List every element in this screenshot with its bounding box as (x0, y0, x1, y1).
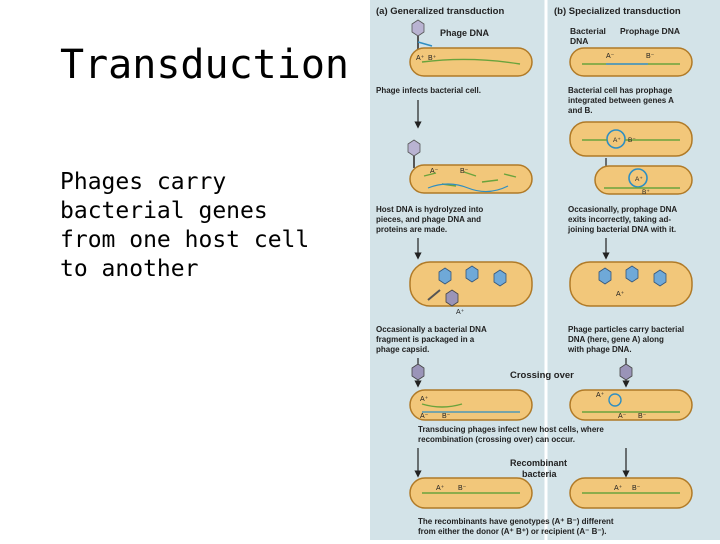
gene-a-plus: A⁺ (456, 309, 465, 316)
gene-b-minus: B⁻ (646, 53, 655, 60)
gene-a-minus: A⁻ (618, 413, 627, 420)
bacterial-cell (569, 47, 693, 77)
panel-b-step2-caption: joining bacterial DNA with it. (567, 225, 676, 234)
gene-a-plus: A⁺ (416, 55, 425, 62)
transducing-phage-icon (445, 289, 459, 307)
gene-a-plus: A⁺ (616, 291, 625, 298)
phage-head-icon (493, 269, 507, 287)
prophage-loop (606, 129, 626, 149)
panel-a-step2-caption: pieces, and phage DNA and (376, 215, 481, 224)
body-line: bacterial genes (60, 198, 268, 224)
panel-a-step3-caption: Occasionally a bacterial DNA (376, 325, 487, 334)
panel-b-step1b-cell: A⁺ B⁻ (569, 121, 693, 157)
body-line: from one host cell (60, 227, 310, 253)
recipient-cell-b: A⁺ A⁻ B⁻ (569, 363, 693, 421)
gene-b-minus: B⁻ (638, 413, 647, 420)
gene-a-plus: A⁺ (596, 392, 605, 399)
phage-head-icon (598, 267, 612, 285)
bacterial-cell (409, 47, 533, 77)
body-line: to another (60, 256, 199, 282)
panel-b-title: (b) Specialized transduction (554, 6, 681, 17)
bacterial-dna-label: Bacterial (570, 26, 606, 36)
panel-b-step1-caption: integrated between genes A (568, 96, 674, 105)
final-caption: The recombinants have genotypes (A⁺ B⁻) … (418, 517, 614, 526)
phage-head-icon (411, 19, 425, 37)
gene-a-plus: A⁺ (420, 396, 429, 403)
panel-b-step1-cell: A⁻ B⁻ (569, 47, 693, 77)
panel-b-step2-caption: exits incorrectly, taking ad- (568, 215, 671, 224)
panel-a-step1-caption: Phage infects bacterial cell. (376, 86, 481, 95)
phage-dna-strand (417, 41, 433, 47)
bacterial-chromosome (421, 58, 521, 65)
slide-body: Phages carry bacterial genes from one ho… (60, 168, 340, 284)
transduction-figure: (a) Generalized transduction Phage DNA A… (370, 0, 720, 540)
gene-a-minus: A⁻ (430, 168, 439, 175)
phage-dna-strand (427, 183, 509, 193)
bacterial-dna-label: DNA (570, 36, 588, 46)
recipient-cell-a: A⁺ A⁻ B⁻ (409, 363, 533, 421)
gene-b-minus: B⁻ (460, 168, 469, 175)
recombinant-cell-b: A⁺ B⁻ (569, 477, 693, 509)
gene-a-plus: A⁺ (635, 176, 643, 183)
gene-a-plus: A⁺ (614, 485, 623, 492)
bacterial-cell (409, 164, 533, 194)
phage-head-icon (625, 265, 639, 283)
gene-a-plus: A⁺ (436, 485, 445, 492)
phage-head-icon (619, 363, 633, 381)
gene-a-minus: A⁻ (420, 413, 429, 420)
gene-a-plus: A⁺ (613, 137, 621, 144)
recombinant-label: bacteria (522, 469, 558, 479)
final-caption: from either the donor (A⁺ B⁺) or recipie… (418, 527, 606, 536)
gene-b-plus: B⁺ (428, 55, 437, 62)
phage-dna-label: Phage DNA (440, 28, 490, 38)
bacterial-cell (569, 121, 693, 157)
phage-head-icon (465, 265, 479, 283)
transducing-caption: recombination (crossing over) can occur. (418, 435, 575, 444)
gene-b-minus: B⁻ (632, 485, 641, 492)
phage-head-icon (653, 269, 667, 287)
excised-prophage-loop (628, 168, 648, 188)
panel-a-step2-caption: proteins are made. (376, 225, 447, 234)
bacterial-cell (594, 165, 693, 195)
dna-fragments (423, 171, 517, 187)
panel-b-step3-cell: A⁺ (569, 261, 693, 307)
panel-b-step1-caption: and B. (568, 106, 592, 115)
crossing-over-label: Crossing over (510, 370, 574, 381)
panel-b-step1-caption: Bacterial cell has prophage (568, 86, 673, 95)
prophage-dna-label: Prophage DNA (620, 26, 680, 36)
panel-b-step2-cell: A⁺ B⁺ (594, 165, 693, 196)
phage-head-icon (438, 267, 452, 285)
body-line: Phages carry (60, 169, 227, 195)
transducing-caption: Transducing phages infect new host cells… (418, 425, 604, 434)
recombinant-label: Recombinant (510, 458, 567, 468)
bacterial-cell (569, 389, 693, 421)
recombinant-cell-a: A⁺ B⁻ (409, 477, 533, 509)
gene-a-minus: A⁻ (606, 53, 615, 60)
panel-a-title: (a) Generalized transduction (376, 6, 504, 17)
panel-a-step3-caption: phage capsid. (376, 345, 429, 354)
gene-b-minus: B⁻ (628, 137, 636, 144)
panel-a-step3-caption: fragment is packaged in a (376, 335, 475, 344)
panel-a-step2-cell: A⁻ B⁻ (407, 139, 533, 194)
phage-head-icon (407, 139, 421, 157)
panel-a-step1-cell: A⁺ B⁺ (409, 19, 533, 77)
panel-b-step3-caption: DNA (here, gene A) along (568, 335, 664, 344)
panel-a-step3-cell: A⁺ (409, 261, 533, 316)
panel-b-step2-caption: Occasionally, prophage DNA (568, 205, 677, 214)
gene-b-minus: B⁻ (458, 485, 467, 492)
panel-a-step2-caption: Host DNA is hydrolyzed into (376, 205, 483, 214)
panel-b-step3-caption: Phage particles carry bacterial (568, 325, 684, 334)
transduction-diagram: (a) Generalized transduction Phage DNA A… (376, 0, 693, 540)
panel-b-step3-caption: with phage DNA. (567, 345, 632, 354)
gene-b-plus: B⁺ (642, 189, 650, 196)
gene-b-minus: B⁻ (442, 413, 451, 420)
slide-title: Transduction (60, 42, 349, 88)
phage-head-icon (411, 363, 425, 381)
